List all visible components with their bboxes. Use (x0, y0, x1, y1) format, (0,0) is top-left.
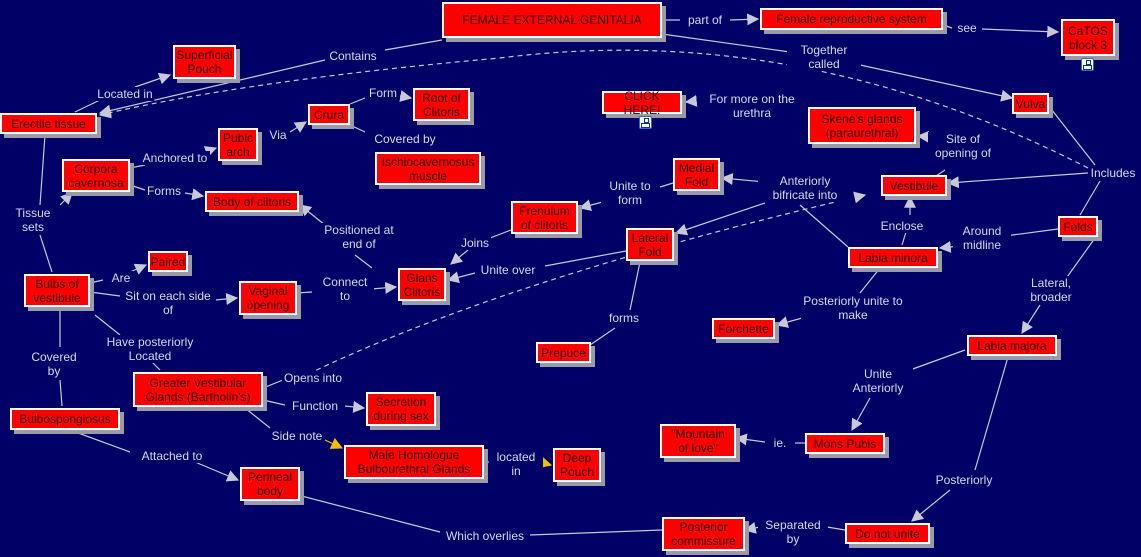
concept-mons-pubis[interactable]: Mons Pubis (805, 433, 885, 454)
link-label: Anchored to (140, 151, 210, 165)
concept-male-homologue[interactable]: Male Homologue Bulbourethral Glands (344, 445, 484, 479)
link-label: Unite over (478, 263, 538, 277)
concept-map-link-icon[interactable] (639, 116, 652, 129)
link-label: Are (109, 271, 133, 285)
concept-greater-vestibular-glands[interactable]: Greater Vestibular Glands (Bartholin's) (133, 372, 263, 407)
concept-prepuce[interactable]: Prepuce (536, 342, 591, 363)
concept-superficial-pouch[interactable]: Superficial Pouch (173, 45, 236, 79)
link-label: see (955, 21, 979, 35)
link-label: Opens into (281, 371, 345, 385)
link-label: Around midline (953, 224, 1011, 252)
link-label: Function (289, 399, 341, 413)
link-label: Enclose (878, 219, 926, 233)
link-label: Forms (145, 184, 183, 198)
link-label: Together called (787, 43, 861, 71)
link-label: Joins (458, 236, 492, 250)
link-label: Side note (269, 429, 325, 443)
link-label: Sit on each side of (120, 289, 216, 317)
link-label: Connect to (316, 275, 374, 303)
concept-perineal-body[interactable]: Perineal body (240, 467, 300, 501)
concept-medial-fold[interactable]: Medial Fold (673, 158, 720, 191)
concept-click-here[interactable]: CLICK HERE! (602, 89, 682, 117)
link-label: Site of opening of (928, 132, 998, 160)
link-label: Tissue sets (9, 206, 57, 234)
concept-erectile-tissue[interactable]: Erectile tissue (0, 113, 97, 134)
concept-paired[interactable]: Paired (148, 251, 188, 272)
concept-crura[interactable]: Crura (308, 104, 350, 125)
concept-female-external-genitalia[interactable]: FEMALE EXTERNAL GENITALIA (442, 2, 662, 38)
link-label: Positioned at end of (315, 223, 403, 251)
concept-forchette[interactable]: Forchette (712, 318, 775, 339)
concept-root-of-clitoris[interactable]: Root of Clitoris (413, 88, 470, 121)
concept-catos-block-3[interactable]: CaTOS block 3 (1061, 19, 1115, 56)
link-label: Anteriorly bifricate into (758, 174, 852, 202)
link-label: Contains (327, 49, 379, 63)
concept-body-of-clitoris[interactable]: Body of clitoris (205, 191, 299, 212)
concept-vaginal-opening[interactable]: Vaginal opening (239, 281, 297, 315)
concept-secretion-during-sex[interactable]: Secretion during sex (366, 392, 436, 426)
link-label: located in (489, 450, 543, 478)
link-label: Have posteriorly Located (95, 335, 205, 363)
concept-labia-majora[interactable]: Labia majora (967, 335, 1057, 356)
link-label: Posteriorly unite to make (801, 294, 905, 322)
concept-corpora-cavernosa[interactable]: Corpora cavernosa (62, 159, 130, 192)
concept-folds[interactable]: Folds (1058, 216, 1098, 237)
concept-ischiocavernosus-muscle[interactable]: Ischiocavernosus muscle (375, 152, 481, 185)
concept-vestibule[interactable]: Vestibule (881, 175, 947, 196)
concept-lateral-fold[interactable]: Lateral Fold (626, 228, 674, 261)
concept-bulbs-of-vestibule[interactable]: Bulbs of vestibule (24, 274, 90, 307)
link-label: Form (367, 86, 399, 100)
link-label: part of (685, 13, 725, 27)
link-label: For more on the urethra (702, 92, 802, 120)
link-label: Located in (95, 87, 155, 101)
link-label: Separated by (758, 518, 828, 546)
concept-posterior-commissure[interactable]: Posterior commissure (662, 517, 745, 551)
link-label: Lateral, broader (1019, 276, 1083, 304)
link-label: Includes (1088, 166, 1138, 180)
concept-do-not-unite[interactable]: Do not unite (845, 523, 930, 544)
link-label: Unite Anteriorly (843, 367, 913, 395)
link-label: Covered by (372, 132, 438, 146)
concept-glans-clitoris[interactable]: Glans Clitoris (398, 268, 446, 301)
concept-frenulum-of-clitoris[interactable]: Frenulum of clitoris (511, 201, 578, 234)
concept-mountain-of-love[interactable]: "Mountain of love" (660, 424, 736, 458)
concept-deep-pouch[interactable]: Deep Pouch (553, 448, 601, 482)
concept-pubic-arch[interactable]: Pubic arch (218, 128, 258, 161)
link-label: forms (607, 311, 641, 325)
link-label: Attached to (139, 449, 205, 463)
link-label: Unite to form (601, 179, 659, 207)
concept-bulbospongiosus[interactable]: Bulbospongiosus (10, 408, 120, 430)
concept-labia-minora[interactable]: Labia minora (848, 247, 938, 268)
link-label: Covered by (28, 350, 80, 378)
concept-skenes-glands[interactable]: Skene's glands (paraurethral) (808, 107, 916, 144)
concept-female-reproductive-system[interactable]: Female reproductive system (760, 8, 943, 30)
concept-map-link-icon[interactable] (1081, 58, 1094, 71)
link-label: Via (267, 128, 289, 142)
link-label: Posteriorly (933, 473, 995, 487)
link-label: ie. (771, 436, 789, 450)
link-label: Which overlies (443, 529, 527, 543)
concept-vulva[interactable]: Vulva (1012, 93, 1049, 114)
